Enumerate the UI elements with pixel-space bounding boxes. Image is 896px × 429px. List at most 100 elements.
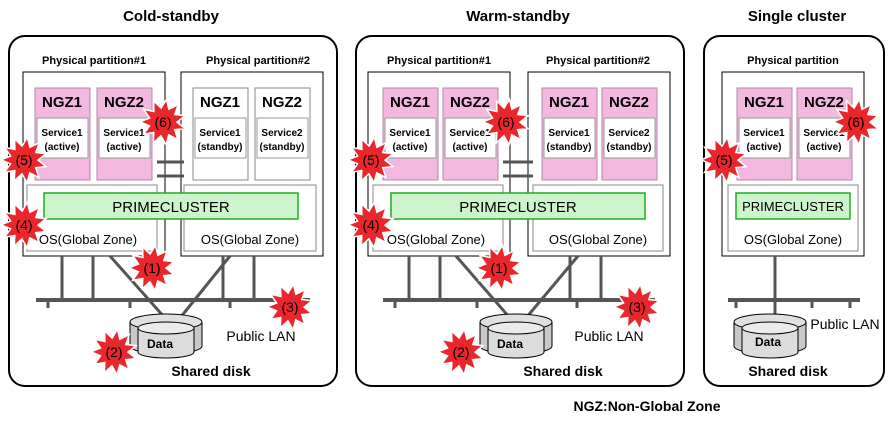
service-state: (standby) (607, 142, 652, 153)
service-box (738, 117, 791, 159)
burst-label: (5) (362, 152, 379, 168)
failure-marker-6: (6) (481, 97, 530, 147)
service-state: (active) (392, 142, 427, 153)
burst-label: (6) (847, 114, 864, 130)
panel-title: Cold-standby (123, 8, 219, 25)
lan-label: Public LAN (226, 328, 295, 344)
panel-title: Single cluster (748, 8, 847, 25)
os-label: OS(Global Zone) (39, 232, 137, 247)
ngz-name: NGZ1 (549, 94, 589, 111)
burst-label: (3) (628, 299, 645, 315)
service-name: Service1 (803, 128, 845, 139)
service-state: (active) (806, 142, 841, 153)
partition-label: Physical partition#2 (206, 55, 310, 67)
failure-markers: (5)(6)(4)(1)(2)(3)(5)(6)(4)(1)(2)(3)(5)(… (0, 97, 880, 377)
shared-disk-label: Shared disk (171, 363, 251, 379)
burst-shape (346, 135, 395, 185)
burst-label: (5) (715, 152, 732, 168)
burst-label: (3) (281, 299, 298, 315)
service-state: (standby) (547, 142, 592, 153)
shared-disk-icon (733, 313, 807, 359)
ngz-name: NGZ1 (390, 94, 430, 111)
service-box (444, 117, 497, 159)
service-name: Service1 (41, 128, 83, 139)
service-name: Service1 (199, 128, 241, 139)
burst-label: (4) (362, 217, 379, 233)
service-name: Service1 (449, 128, 491, 139)
service-box (36, 117, 89, 159)
footer-legend: NGZ:Non-Global Zone (574, 398, 721, 414)
cluster-bar (43, 192, 299, 220)
service-state: (active) (452, 142, 487, 153)
panel-warm-standby: Warm-standby Physical partition#1 NGZ1 S… (355, 8, 685, 387)
partition-label: Physical partition (747, 55, 839, 67)
burst-shape (0, 200, 48, 250)
burst-shape (474, 243, 523, 293)
partition-label: Physical partition#1 (387, 55, 491, 67)
burst-shape (436, 327, 485, 377)
failure-marker-2: (2) (436, 327, 485, 377)
burst-shape (831, 97, 880, 147)
os-label: OS(Global Zone) (387, 232, 485, 247)
burst-shape (138, 97, 187, 147)
ngz-name: NGZ2 (104, 94, 144, 111)
partition-label: Physical partition#1 (42, 55, 146, 67)
failure-marker-1: (1) (474, 243, 523, 293)
burst-label: (6) (154, 114, 171, 130)
service-box (543, 117, 596, 159)
burst-shape (0, 135, 48, 185)
burst-shape (89, 327, 138, 377)
ngz-name: NGZ1 (200, 94, 240, 111)
failure-marker-4: (4) (0, 200, 48, 250)
ngz-name: NGZ1 (744, 94, 784, 111)
disk-link (178, 255, 232, 319)
burst-label: (4) (15, 217, 32, 233)
service-box (98, 117, 151, 159)
service-box (603, 117, 656, 159)
service-state: (standby) (198, 142, 243, 153)
cluster-label: PRIMECLUSTER (742, 199, 844, 214)
failure-marker-4: (4) (346, 200, 395, 250)
failure-marker-6: (6) (138, 97, 187, 147)
service-state: (active) (106, 142, 141, 153)
service-name: Service2 (261, 128, 303, 139)
failure-marker-1: (1) (127, 243, 176, 293)
service-state: (active) (746, 142, 781, 153)
service-state: (active) (44, 142, 79, 153)
disk-data-label: Data (147, 337, 173, 351)
burst-shape (481, 97, 530, 147)
cluster-bar (735, 192, 851, 220)
failure-marker-5: (5) (0, 135, 48, 185)
burst-shape (699, 135, 748, 185)
failure-marker-3: (3) (265, 282, 314, 332)
failure-marker-3: (3) (612, 282, 661, 332)
ngz-name: NGZ2 (804, 94, 844, 111)
ngz-name: NGZ2 (450, 94, 490, 111)
service-state: (standby) (260, 142, 305, 153)
shared-disk-label: Shared disk (523, 363, 603, 379)
lan-label: Public LAN (810, 316, 879, 332)
burst-label: (6) (497, 114, 514, 130)
failure-marker-2: (2) (89, 327, 138, 377)
ngz-name: NGZ2 (609, 94, 649, 111)
burst-shape (265, 282, 314, 332)
service-box (194, 117, 247, 159)
burst-label: (1) (143, 260, 160, 276)
burst-label: (2) (452, 344, 469, 360)
disk-data-label: Data (497, 337, 523, 351)
failure-marker-5: (5) (346, 135, 395, 185)
panel-single-cluster: Single cluster Physical partition NGZ1 S… (703, 8, 885, 387)
failure-marker-6: (6) (831, 97, 880, 147)
ngz-name: NGZ1 (42, 94, 82, 111)
ngz-name: NGZ2 (262, 94, 302, 111)
service-name: Service1 (389, 128, 431, 139)
shared-disk-label: Shared disk (748, 363, 828, 379)
os-label: OS(Global Zone) (549, 232, 647, 247)
shared-disk-icon (129, 313, 203, 359)
os-label: OS(Global Zone) (201, 232, 299, 247)
service-name: Service1 (743, 128, 785, 139)
burst-shape (127, 243, 176, 293)
burst-label: (1) (490, 260, 507, 276)
lan-label: Public LAN (574, 328, 643, 344)
